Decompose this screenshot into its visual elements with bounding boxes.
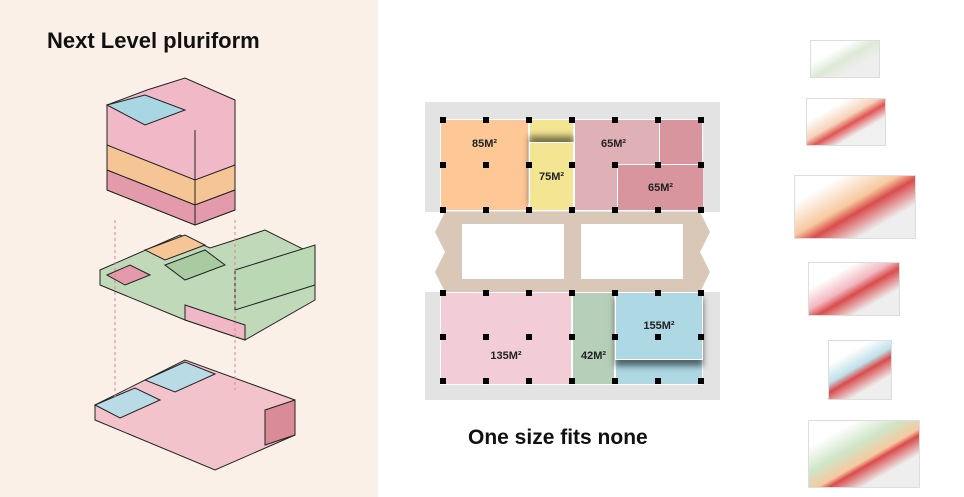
room-area-label: 135M² bbox=[490, 350, 522, 362]
column-marker bbox=[569, 378, 575, 384]
room-155[interactable]: 155M² bbox=[615, 292, 703, 360]
column-marker bbox=[698, 334, 704, 340]
unit-thumbnail[interactable] bbox=[828, 340, 892, 400]
unit-thumbnail[interactable] bbox=[808, 420, 920, 488]
room-75-raised[interactable]: 75M² bbox=[529, 142, 574, 211]
column-marker bbox=[440, 334, 446, 340]
column-marker bbox=[569, 162, 575, 168]
column-marker bbox=[698, 290, 704, 296]
column-marker bbox=[440, 378, 446, 384]
column-marker bbox=[612, 117, 618, 123]
room-65b-upper[interactable] bbox=[659, 119, 703, 165]
column-marker bbox=[612, 378, 618, 384]
column-marker bbox=[655, 162, 661, 168]
column-marker bbox=[655, 334, 661, 340]
column-marker bbox=[440, 117, 446, 123]
column-marker bbox=[698, 117, 704, 123]
column-marker bbox=[569, 207, 575, 213]
room-area-label: 85M² bbox=[471, 138, 498, 150]
column-marker bbox=[440, 290, 446, 296]
room-area-label: 155M² bbox=[643, 320, 675, 332]
column-marker bbox=[655, 378, 661, 384]
column-marker bbox=[698, 207, 704, 213]
column-marker bbox=[526, 290, 532, 296]
caption: One size fits none bbox=[468, 426, 648, 449]
column-marker bbox=[483, 162, 489, 168]
column-marker bbox=[569, 117, 575, 123]
corridor bbox=[435, 212, 710, 292]
column-marker bbox=[612, 162, 618, 168]
room-area-label: 65M² bbox=[601, 138, 627, 150]
column-marker bbox=[483, 207, 489, 213]
unit-thumbnail[interactable] bbox=[810, 40, 880, 78]
column-marker bbox=[483, 290, 489, 296]
room-area-label: 75M² bbox=[538, 170, 565, 183]
left-panel: Next Level pluriform bbox=[0, 0, 378, 497]
unit-thumbnail[interactable] bbox=[794, 175, 916, 239]
column-marker bbox=[526, 378, 532, 384]
column-marker bbox=[612, 207, 618, 213]
room-135[interactable]: 135M² bbox=[440, 292, 572, 385]
isometric-building-illustration bbox=[93, 77, 316, 471]
column-marker bbox=[483, 117, 489, 123]
column-marker bbox=[569, 290, 575, 296]
room-area-label: 42M² bbox=[580, 350, 607, 362]
unit-thumbnail[interactable] bbox=[808, 262, 900, 316]
column-marker bbox=[698, 162, 704, 168]
column-marker bbox=[612, 334, 618, 340]
unit-thumbnail[interactable] bbox=[806, 98, 886, 146]
column-marker bbox=[655, 290, 661, 296]
column-marker bbox=[526, 334, 532, 340]
room-65b[interactable]: 65M² bbox=[617, 164, 703, 211]
column-marker bbox=[526, 162, 532, 168]
column-marker bbox=[655, 207, 661, 213]
column-marker bbox=[569, 334, 575, 340]
column-marker bbox=[440, 162, 446, 168]
panel-title: Next Level pluriform bbox=[47, 28, 260, 53]
column-marker bbox=[698, 378, 704, 384]
column-marker bbox=[655, 117, 661, 123]
column-marker bbox=[526, 207, 532, 213]
column-marker bbox=[483, 334, 489, 340]
column-marker bbox=[483, 378, 489, 384]
column-marker bbox=[526, 117, 532, 123]
room-42[interactable]: 42M² bbox=[572, 292, 615, 385]
room-area-label: 65M² bbox=[647, 181, 674, 194]
column-marker bbox=[440, 207, 446, 213]
column-marker bbox=[612, 290, 618, 296]
